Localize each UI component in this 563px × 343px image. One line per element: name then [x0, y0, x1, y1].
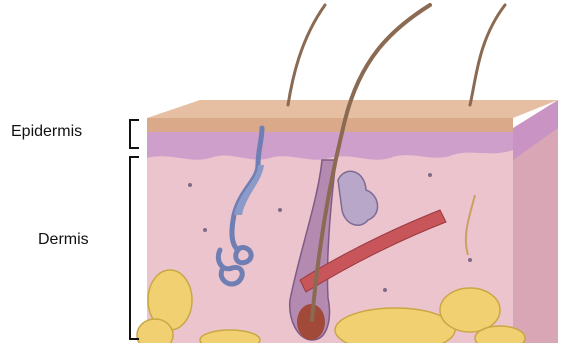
epidermis-bracket	[130, 120, 139, 148]
epidermis-top-layer	[147, 118, 513, 132]
epidermis-surface	[147, 100, 558, 118]
epidermis-label: Epidermis	[11, 123, 82, 141]
dermis-label: Dermis	[38, 231, 89, 249]
dermis-bracket	[130, 157, 139, 339]
